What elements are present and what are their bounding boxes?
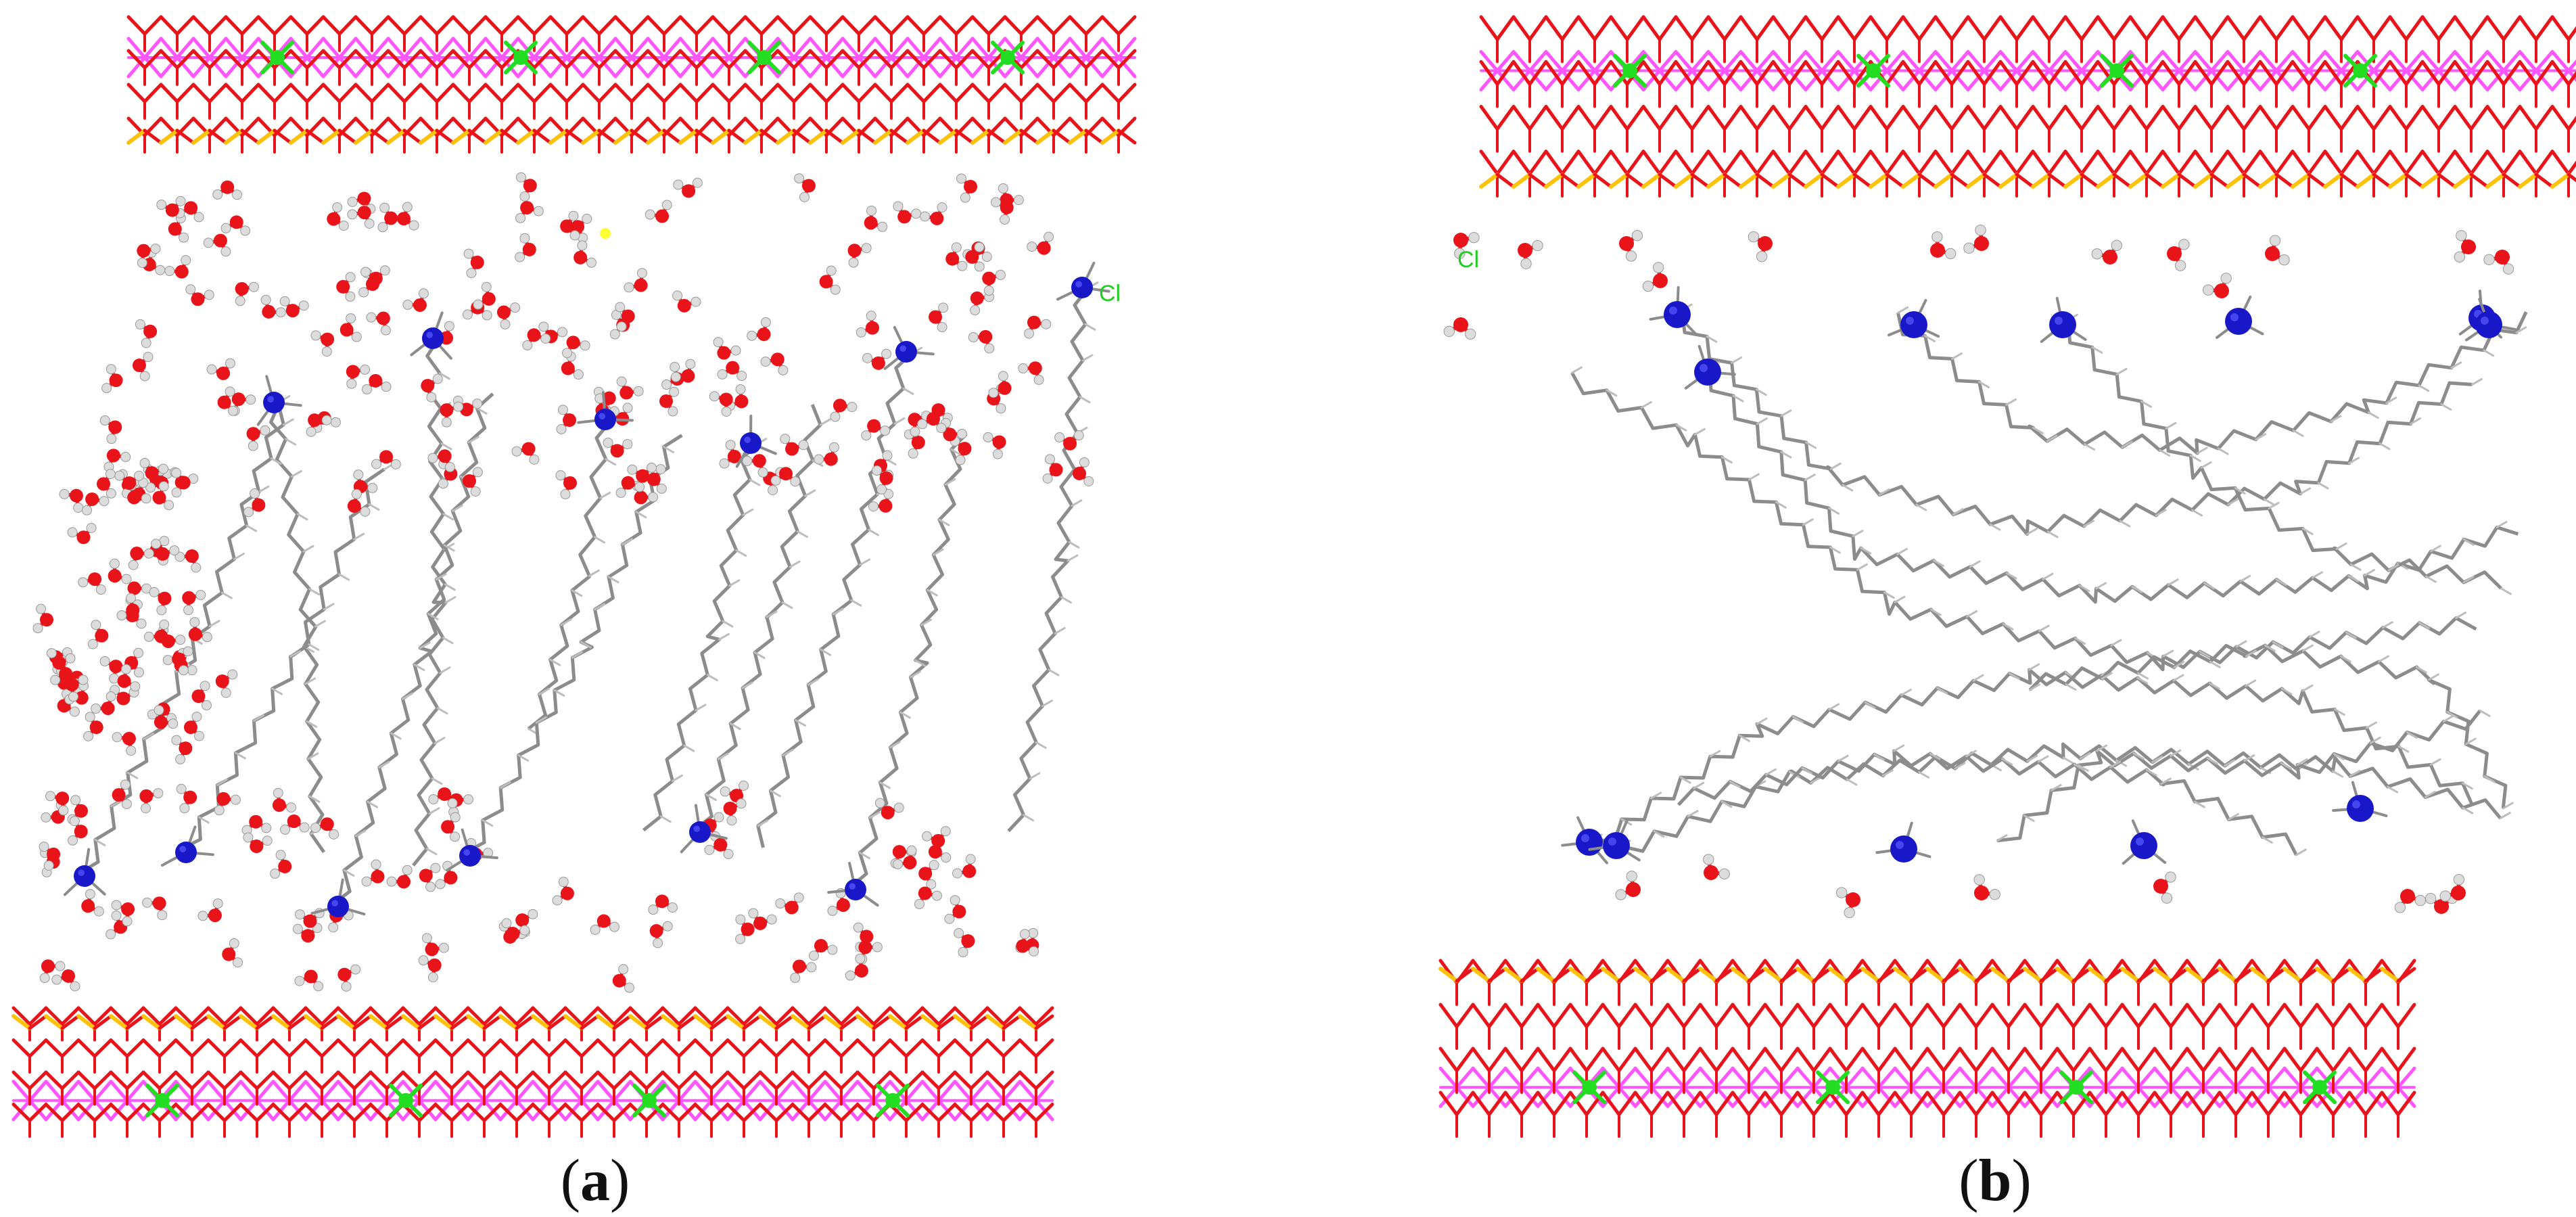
- chlorine-label-b: Cl: [1457, 247, 1479, 273]
- water-molecules: [1443, 225, 2514, 919]
- chlorine-label-a: Cl: [1099, 281, 1121, 306]
- panel-b: Cl: [1420, 0, 2576, 1150]
- chlorine-atom-yellow: [600, 228, 611, 239]
- caption-a: (a): [560, 1148, 630, 1214]
- clay-layer-bottom: [1438, 959, 2416, 1138]
- molecular-structure-b: Cl: [1438, 15, 2576, 1138]
- molecular-structure-a: Cl: [11, 15, 1137, 1138]
- caption-b: (b): [1959, 1148, 2032, 1214]
- panel-a: Cl: [0, 0, 1150, 1150]
- nitrogen-atoms: [1561, 286, 2517, 865]
- nitrogen-atoms: [63, 261, 1110, 917]
- water-molecules: [32, 172, 1094, 993]
- clay-layer-bottom: [11, 1006, 1054, 1138]
- clay-layer-top: [1479, 15, 2576, 198]
- surfactant-chains: [78, 281, 1099, 906]
- clay-layer-top: [126, 15, 1137, 154]
- surfactant-chains: [1570, 303, 2528, 856]
